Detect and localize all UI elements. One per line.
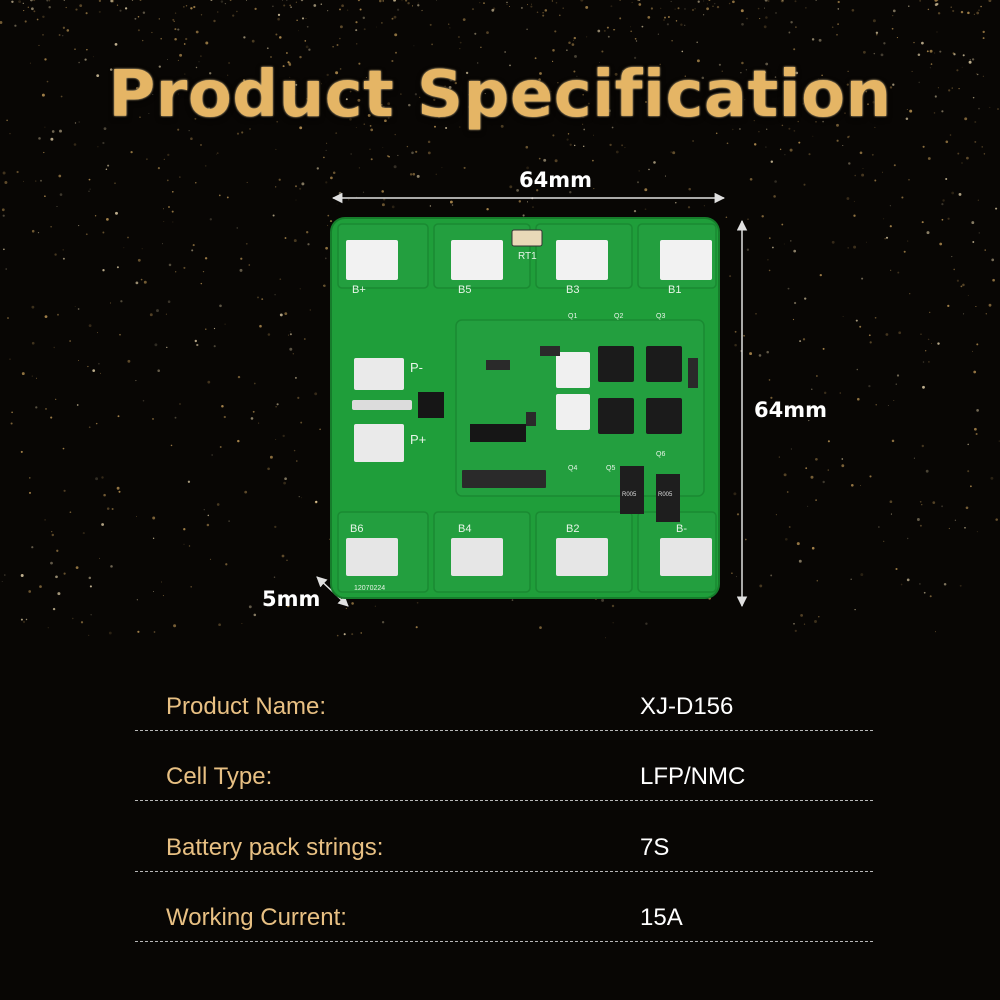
height-label: 64mm [754, 398, 827, 422]
bms-pcb-board: B+ B5 B3 B1 B6 B4 B2 B- P- P+ RT1 120702… [330, 217, 720, 599]
mosfet-label-q1: Q1 [568, 313, 577, 320]
spec-value: LFP/NMC [640, 763, 746, 790]
serial-label: 12070224 [354, 585, 385, 592]
spec-value: 7S [640, 834, 670, 861]
main-ic [470, 424, 526, 442]
pad-arrays [556, 352, 590, 430]
mosfet-label-q5: Q5 [606, 465, 615, 472]
pad-label-b1: B1 [668, 284, 681, 296]
spec-row: Working Current: 15A [135, 904, 873, 975]
pad-label-b3: B3 [566, 284, 579, 296]
smd-components [462, 346, 698, 488]
spec-label: Product Name: [166, 693, 327, 720]
spec-label: Battery pack strings: [166, 834, 384, 861]
spec-value: XJ-D156 [640, 693, 734, 720]
mosfet-label-q3: Q3 [656, 313, 665, 320]
spec-label: Cell Type: [166, 763, 273, 790]
thickness-label: 5mm [262, 587, 321, 611]
thermistor-label: RT1 [518, 251, 537, 262]
page-title: Product Specification [108, 58, 892, 132]
pad-label-b2: B2 [566, 523, 579, 535]
pad-label-b5: B5 [458, 284, 471, 296]
mosfet-label-q4: Q4 [568, 465, 577, 472]
spec-row: Product Name: XJ-D156 [135, 693, 873, 764]
spec-row: Cell Type: LFP/NMC [135, 763, 873, 834]
spec-row: Battery pack strings: 7S [135, 834, 873, 905]
spec-label: Working Current: [166, 904, 347, 931]
dashed-divider [135, 871, 873, 872]
pad-label-b-minus: B- [676, 523, 687, 535]
dashed-divider [135, 730, 873, 731]
spec-value: 15A [640, 904, 683, 931]
bottom-pads [346, 538, 712, 576]
p-minus-label: P- [410, 360, 423, 375]
dashed-divider [135, 941, 873, 942]
pad-label-b6: B6 [350, 523, 363, 535]
pad-label-b4: B4 [458, 523, 471, 535]
shunt-resistor-1 [620, 466, 644, 514]
shunt-code-2: R005 [658, 492, 673, 498]
top-pads [346, 240, 712, 280]
shunt-code-1: R005 [622, 492, 637, 498]
p-plus-label: P+ [410, 432, 426, 447]
shunt-resistor-2 [656, 474, 680, 522]
sensor-chip [418, 392, 444, 418]
p-minus-pad [354, 358, 404, 390]
p-plus-pad [354, 424, 404, 462]
mosfet-label-q6: Q6 [656, 451, 665, 458]
mosfets [598, 346, 682, 434]
mosfet-label-q2: Q2 [614, 313, 623, 320]
thermistor [511, 229, 543, 247]
width-label: 64mm [519, 168, 592, 192]
pad-label-b-plus: B+ [352, 284, 366, 296]
dashed-divider [135, 800, 873, 801]
